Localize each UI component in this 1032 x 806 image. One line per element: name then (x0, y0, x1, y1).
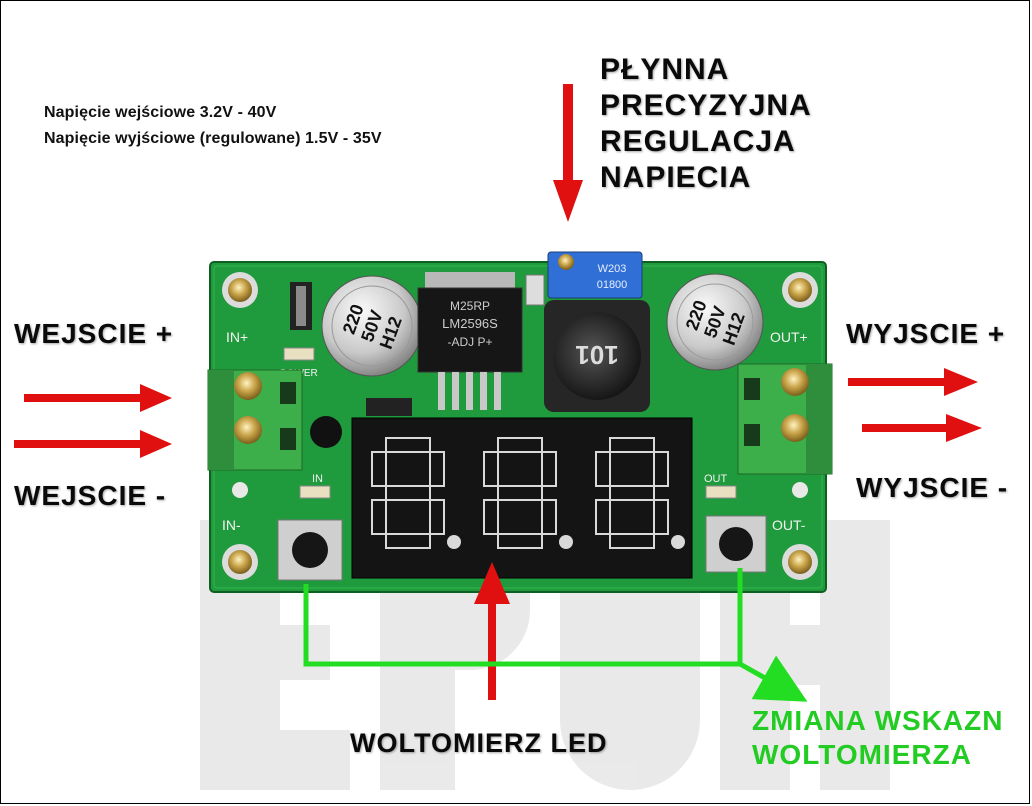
svg-text:LM2596S: LM2596S (442, 316, 498, 331)
capacitor-right: 220 50V H12 (666, 273, 764, 371)
lm2596-chip: M25RP LM2596S -ADJ P+ (417, 272, 523, 410)
segment-2-5 (595, 499, 611, 535)
svg-text:101: 101 (575, 340, 618, 370)
segment-1-6 (541, 499, 557, 535)
segment-2-2 (609, 533, 655, 549)
segment-2-4 (653, 451, 669, 487)
segment-2-1 (609, 485, 655, 501)
segment-0-1 (385, 485, 431, 501)
capacitor-left: 220 50V H12 (321, 275, 423, 377)
small-capacitor (525, 274, 545, 306)
power-led (283, 347, 315, 361)
label-output-minus: WYJSCIE - (856, 472, 1009, 503)
silk-out-minus: OUT- (772, 517, 806, 533)
spec-output-voltage: Napięcie wyjściowe (regulowane) 1.5V - 3… (44, 130, 382, 147)
decimal-point-1 (559, 535, 573, 549)
inductor: 101 (544, 300, 650, 412)
output-terminal-block[interactable] (737, 363, 833, 475)
top-label: PŁYNNA PRECYZYJNA REGULACJA NAPIECIA (600, 53, 812, 194)
spec-input-voltage: Napięcie wejściowe 3.2V - 40V (44, 104, 277, 121)
segment-0-4 (429, 451, 445, 487)
silk-out-plus: OUT+ (770, 329, 808, 345)
svg-text:W203: W203 (598, 263, 627, 275)
label-input-minus: WEJSCIE - (14, 480, 167, 511)
segment-1-1 (497, 485, 543, 501)
svg-text:-ADJ P+: -ADJ P+ (447, 335, 492, 349)
silk-in-minus: IN- (222, 517, 241, 533)
segment-2-0 (609, 437, 655, 453)
smd-diode (366, 398, 412, 416)
segment-1-2 (497, 533, 543, 549)
segment-2-6 (653, 499, 669, 535)
label-led-voltmeter: WOLTOMIERZ LED (350, 728, 608, 758)
segment-0-5 (371, 499, 387, 535)
button-out[interactable] (705, 515, 767, 573)
potentiometer[interactable]: W203 01800 (547, 251, 643, 299)
segment-0-2 (385, 533, 431, 549)
svg-text:01800: 01800 (597, 279, 628, 291)
out-led (705, 485, 737, 499)
label-voltmeter-change: ZMIANA WSKAZN WOLTOMIERZA (752, 705, 1004, 770)
red-arrows (14, 84, 982, 700)
silk-out: OUT (704, 473, 728, 485)
label-output-plus: WYJSCIE + (846, 318, 1006, 349)
in-led (299, 485, 331, 499)
segment-1-4 (541, 451, 557, 487)
segment-1-0 (497, 437, 543, 453)
svg-text:M25RP: M25RP (450, 299, 490, 313)
transistor (310, 416, 342, 448)
decimal-point-2 (671, 535, 685, 549)
segment-2-3 (595, 451, 611, 487)
label-input-plus: WEJSCIE + (14, 318, 174, 349)
silk-in: IN (312, 473, 323, 485)
led-voltmeter-display (351, 417, 693, 579)
green-arrow (303, 568, 808, 702)
mounting-holes (222, 272, 818, 580)
input-terminal-block[interactable] (207, 369, 303, 471)
silk-in-plus: IN+ (226, 329, 248, 345)
segment-0-0 (385, 437, 431, 453)
segment-0-3 (371, 451, 387, 487)
segment-0-6 (429, 499, 445, 535)
decimal-point-0 (447, 535, 461, 549)
button-in[interactable] (277, 519, 343, 581)
segment-1-5 (483, 499, 499, 535)
segment-1-3 (483, 451, 499, 487)
